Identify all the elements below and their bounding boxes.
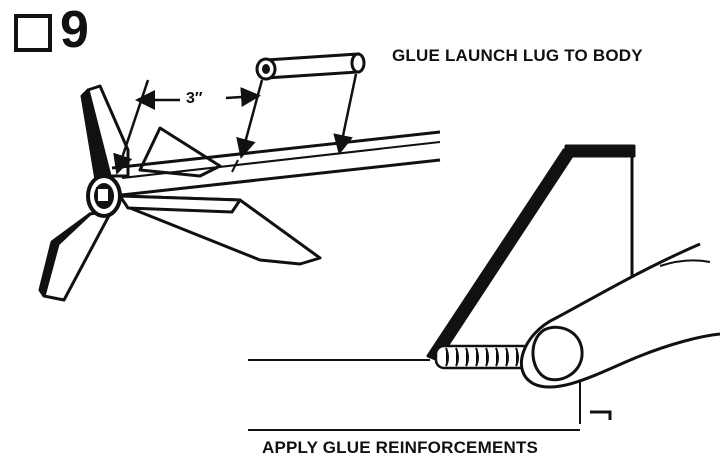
- rocket-body-tube: [111, 130, 441, 198]
- rocket-fin-bottom-right: [118, 194, 322, 266]
- detail-fin: [426, 144, 636, 362]
- finger-illustration: [519, 242, 720, 389]
- launch-lug: [255, 52, 366, 81]
- caption-launch-lug: GLUE LAUNCH LUG TO BODY: [392, 46, 643, 65]
- rocket-nozzle: [86, 174, 122, 218]
- rocket-fin-bottom-left: [38, 208, 114, 302]
- step-checkbox[interactable]: [14, 14, 52, 52]
- caption-glue-reinforcements: APPLY GLUE REINFORCEMENTS: [262, 438, 539, 457]
- glue-fillet: [434, 344, 534, 370]
- dimension-label: 3″: [186, 90, 203, 107]
- step-number: 9: [60, 1, 89, 59]
- dimension-arrows: [135, 87, 261, 173]
